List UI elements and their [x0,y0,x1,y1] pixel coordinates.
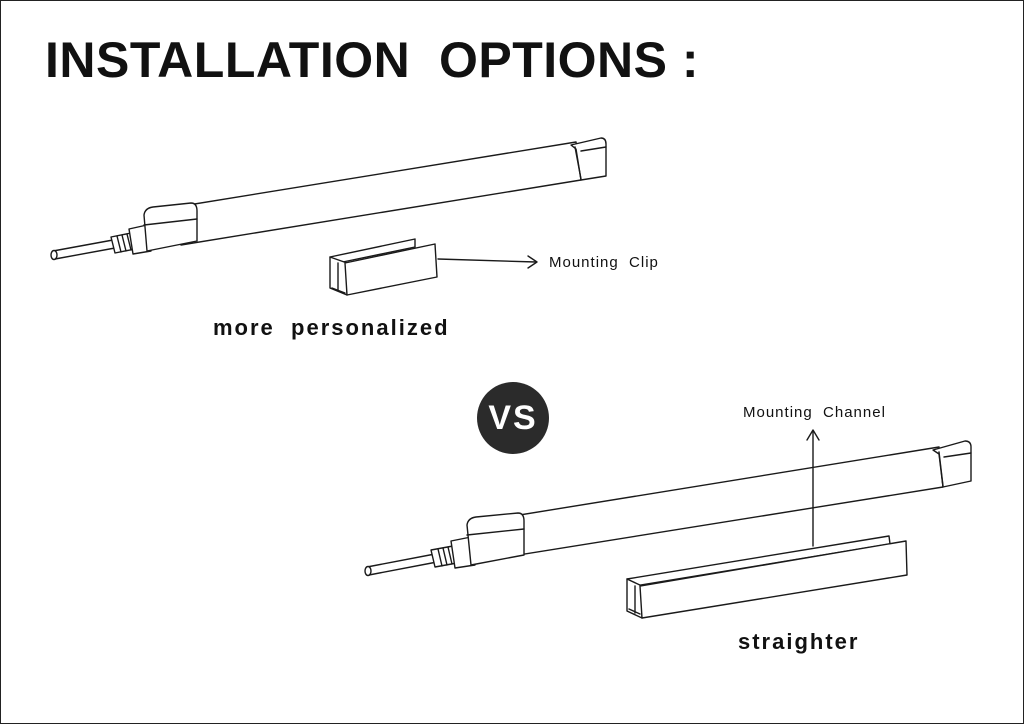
vs-badge: VS [477,382,549,454]
mounting-clip-label: Mounting Clip [549,254,659,271]
mounting-channel-label: Mounting Channel [743,404,886,421]
clip-callout-arrow [437,255,538,269]
personalized-caption: more personalized [213,315,450,340]
mounting-clip-icon [329,238,438,296]
bottom-led-strip-icon [364,440,972,577]
mounting-channel-icon [626,535,908,619]
top-led-strip-icon [50,137,607,261]
channel-callout-arrow [806,429,820,547]
page-title: INSTALLATION OPTIONS : [45,32,700,88]
straighter-caption: straighter [738,629,860,654]
